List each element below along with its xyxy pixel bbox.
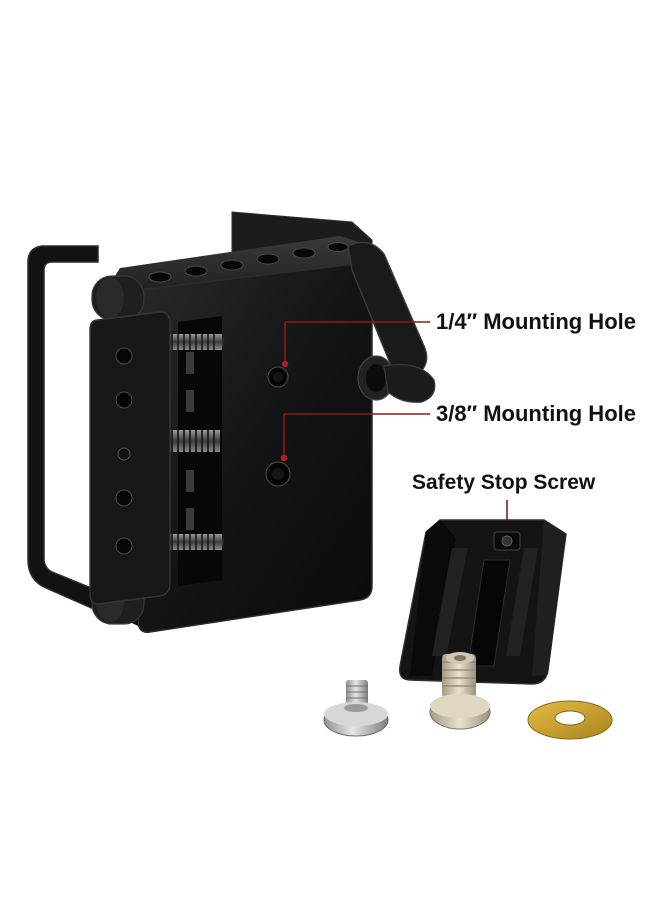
face-holes bbox=[265, 366, 291, 487]
quarter-inch-hole-label: 1/4″ Mounting Hole bbox=[436, 309, 636, 334]
leader-dot-quarter bbox=[281, 360, 289, 368]
top-spring bbox=[170, 334, 222, 350]
leader-lines bbox=[283, 321, 508, 528]
three-eighths-hole-label: 3/8″ Mounting Hole bbox=[436, 401, 636, 426]
top-holes bbox=[148, 242, 349, 283]
lever-handle bbox=[347, 241, 436, 403]
quick-release-plate bbox=[399, 519, 567, 685]
brass-washer bbox=[527, 700, 613, 740]
leader-dot-threeeighths bbox=[280, 454, 288, 462]
small-screw bbox=[323, 680, 389, 737]
large-screw bbox=[429, 652, 491, 730]
safety-stop-screw-label: Safety Stop Screw bbox=[412, 471, 596, 494]
bottom-spring bbox=[170, 534, 222, 550]
clamp-body bbox=[27, 211, 436, 633]
jaw-holes bbox=[115, 347, 133, 555]
